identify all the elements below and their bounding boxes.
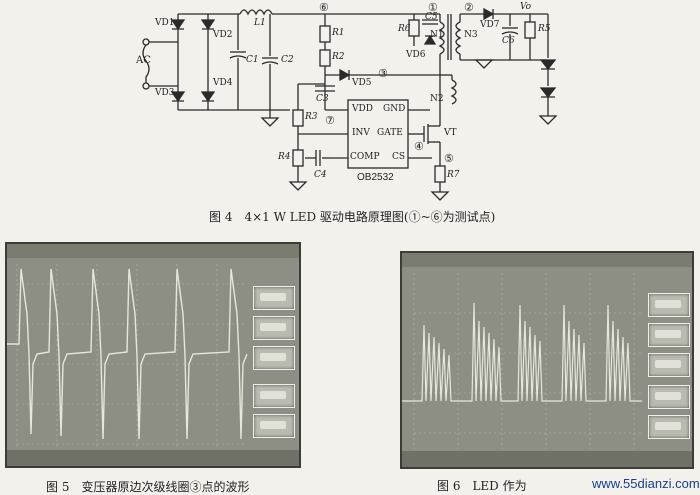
l1-label: L1 bbox=[254, 18, 266, 28]
vd6-label: VD6 bbox=[406, 50, 426, 60]
test-point-4: ④ bbox=[414, 140, 424, 153]
scope-softkey-4 bbox=[648, 385, 690, 409]
test-point-3: ③ bbox=[378, 67, 388, 80]
n2-label: N2 bbox=[430, 94, 444, 104]
waveform-fig6 bbox=[402, 273, 642, 449]
vd4-label: VD4 bbox=[213, 78, 233, 88]
figure5-caption: 图 5 变压器原边次级线圈③点的波形 bbox=[46, 480, 250, 494]
vd7-label: VD7 bbox=[480, 20, 500, 30]
c5-label: C5 bbox=[425, 12, 438, 22]
r4-label: R4 bbox=[278, 152, 291, 162]
r1-label: R1 bbox=[332, 28, 345, 38]
pin-comp: COMP bbox=[350, 152, 380, 162]
n1-label: N1 bbox=[430, 30, 444, 40]
scope-readout-bar bbox=[7, 450, 299, 466]
waveform-fig5 bbox=[7, 264, 248, 449]
pin-gnd: GND bbox=[383, 104, 406, 114]
figure4-caption: 图 4 4×1 W LED 驱动电路原理图(①~⑥为测试点) bbox=[209, 210, 496, 224]
vd5-label: VD5 bbox=[352, 78, 372, 88]
test-point-5: ⑤ bbox=[444, 152, 454, 165]
scope-status-bar bbox=[7, 244, 299, 258]
watermark: www.55dianzi.com bbox=[590, 476, 700, 491]
scope-softkey-3 bbox=[648, 353, 690, 377]
ac-label: AC bbox=[136, 55, 151, 66]
oscilloscope-screen-fig6 bbox=[400, 251, 694, 469]
oscilloscope-screen-fig5 bbox=[5, 242, 301, 468]
vd1-label: VD1 bbox=[155, 18, 175, 28]
scope-softkey-5 bbox=[648, 415, 690, 439]
vo-label: Vo bbox=[520, 2, 532, 12]
vd3-label: VD3 bbox=[155, 88, 175, 98]
scope-status-bar bbox=[402, 253, 692, 267]
scope-softkey-4 bbox=[253, 384, 295, 408]
r5-label: R5 bbox=[538, 24, 551, 34]
r2-label: R2 bbox=[332, 52, 345, 62]
r6-label: R6 bbox=[398, 24, 411, 34]
c6-label: C6 bbox=[502, 36, 515, 46]
c3-label: C3 bbox=[316, 94, 329, 104]
pin-gate: GATE bbox=[377, 128, 403, 138]
c2-label: C2 bbox=[281, 55, 294, 65]
c1-label: C1 bbox=[246, 55, 259, 65]
test-point-6: ⑥ bbox=[319, 1, 329, 14]
scope-softkey-1 bbox=[253, 286, 295, 310]
vt-label: VT bbox=[444, 128, 457, 138]
schematic-figure bbox=[142, 7, 558, 201]
scope-softkey-2 bbox=[648, 323, 690, 347]
figure6-caption: 图 6 LED 作为 bbox=[437, 479, 527, 493]
scope-softkey-2 bbox=[253, 316, 295, 340]
pin-vdd: VDD bbox=[352, 104, 373, 114]
pin-cs: CS bbox=[392, 152, 406, 162]
test-point-2: ② bbox=[464, 1, 474, 14]
r7-label: R7 bbox=[447, 170, 460, 180]
pin-inv: INV bbox=[352, 128, 370, 138]
r3-label: R3 bbox=[305, 112, 318, 122]
test-point-1: ① bbox=[428, 1, 438, 14]
scope-softkey-1 bbox=[648, 293, 690, 317]
chip-name: OB2532 bbox=[357, 172, 394, 183]
scope-softkey-3 bbox=[253, 346, 295, 370]
vd2-label: VD2 bbox=[213, 30, 233, 40]
scope-softkey-5 bbox=[253, 414, 295, 438]
test-point-7: ⑦ bbox=[325, 114, 335, 127]
n3-label: N3 bbox=[464, 30, 478, 40]
scope-readout-bar bbox=[402, 451, 692, 467]
c4-label: C4 bbox=[314, 170, 327, 180]
